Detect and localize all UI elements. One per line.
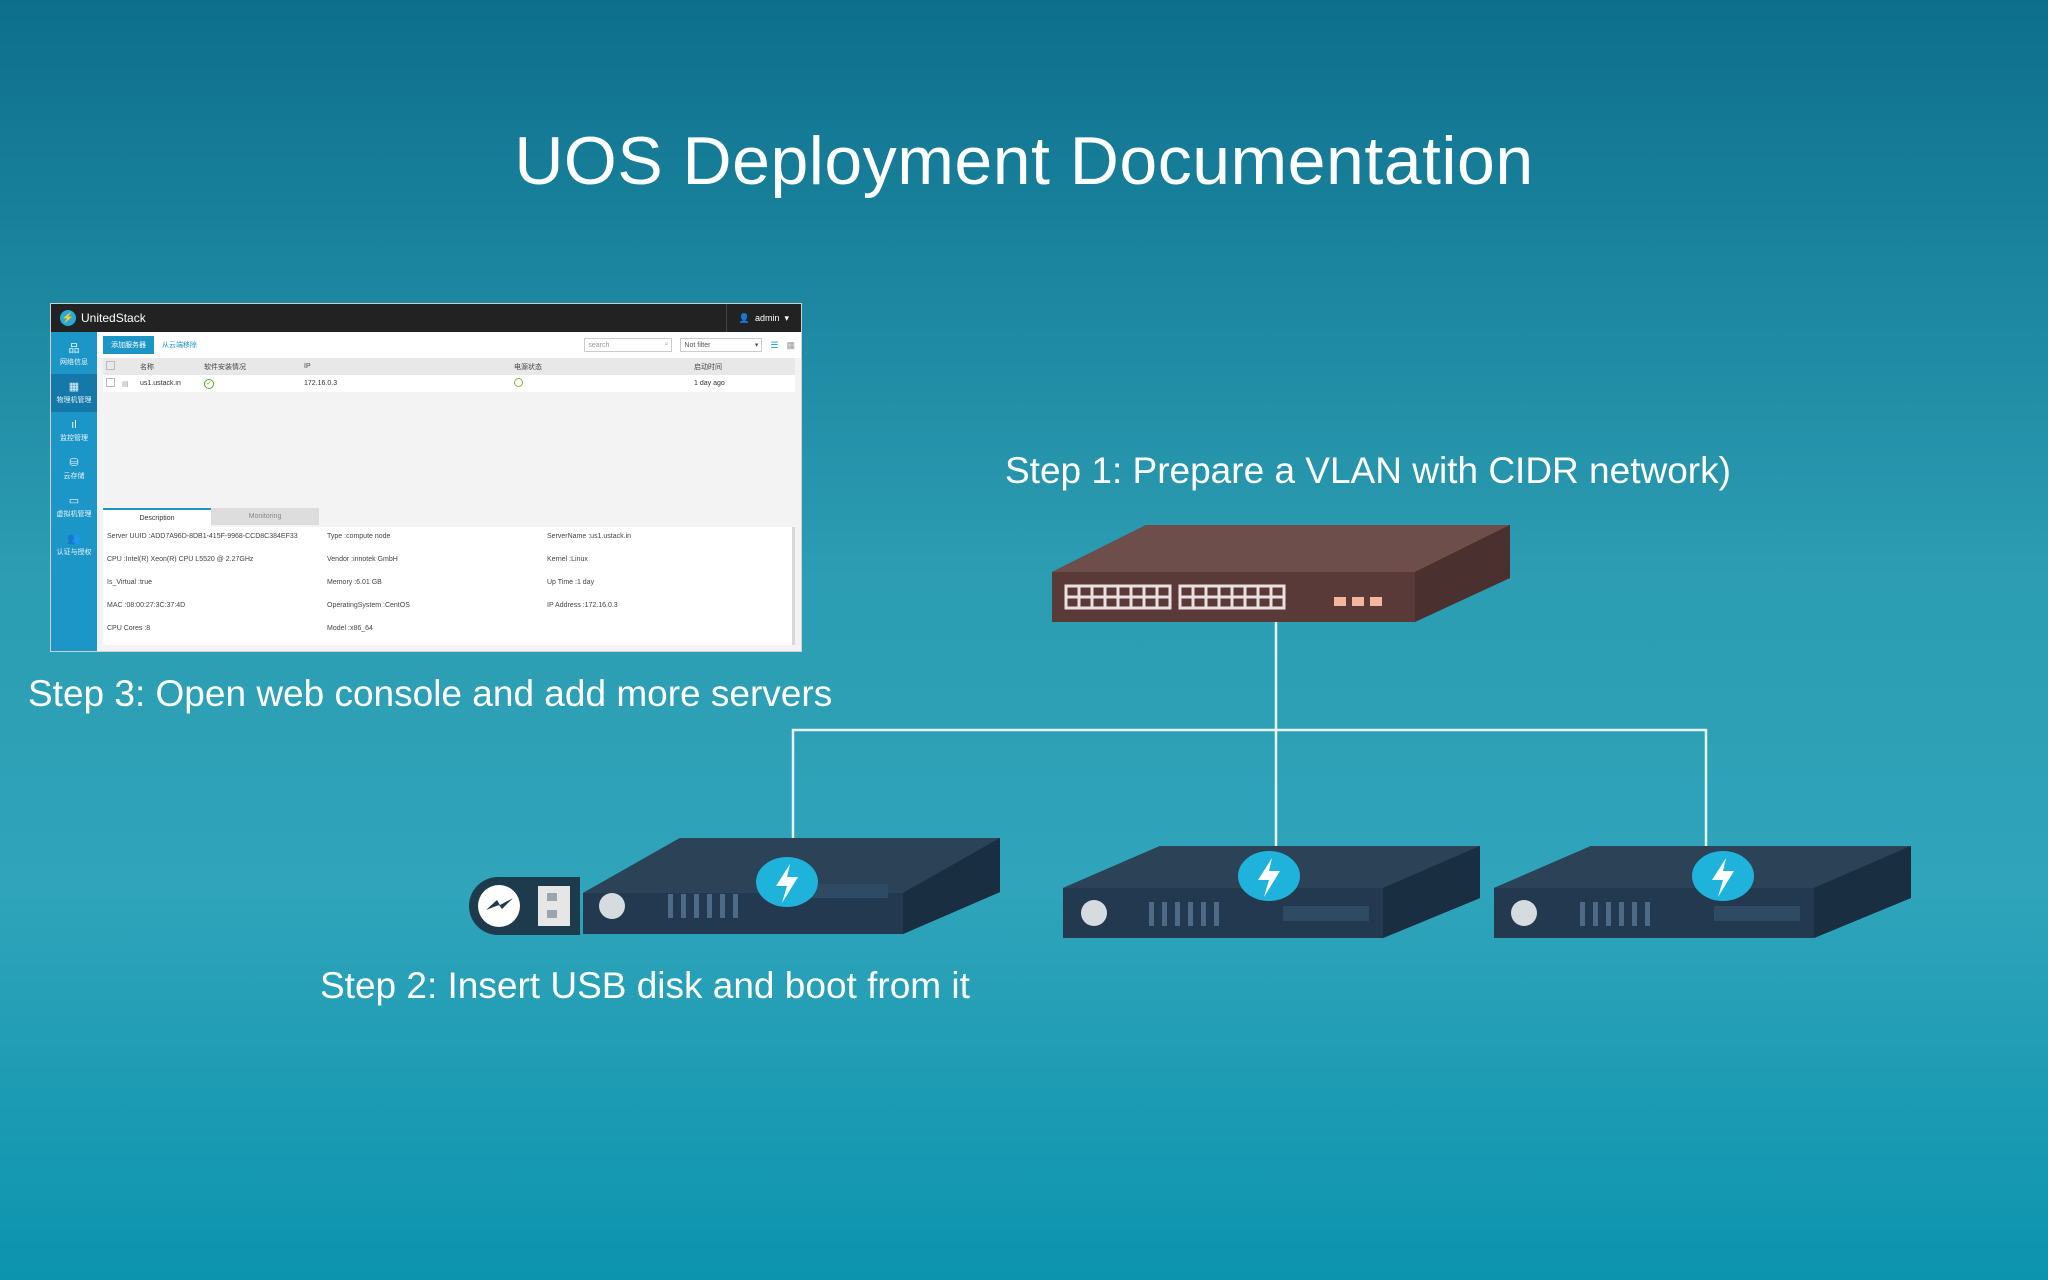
sidebar-item-label: 虚拟机管理 bbox=[56, 510, 92, 518]
select-all-checkbox[interactable] bbox=[106, 361, 115, 370]
detail-server-name: ServerName :us1.ustack.in bbox=[547, 533, 632, 540]
row-checkbox[interactable] bbox=[106, 378, 115, 387]
monitor-icon: ▭ bbox=[68, 494, 80, 507]
row-name: us1.ustack.in bbox=[140, 380, 181, 387]
server-bus-line bbox=[791, 728, 1708, 850]
sidebar-item-label: 网络信息 bbox=[60, 358, 88, 366]
detail-tabs: Description Monitoring bbox=[103, 508, 319, 527]
filter-select[interactable]: Not filter ▾ bbox=[680, 338, 763, 352]
filter-value: Not filter bbox=[684, 341, 711, 349]
sidebar-item-storage[interactable]: ⛁ 云存储 bbox=[51, 450, 97, 488]
grid-view-icon[interactable]: ▦ bbox=[786, 339, 795, 350]
sidebar-item-servers[interactable]: ▦ 物理机管理 bbox=[51, 374, 97, 412]
sidebar-item-monitoring[interactable]: ıl 监控管理 bbox=[51, 412, 97, 450]
chart-icon: ıl bbox=[71, 418, 77, 431]
user-name: admin bbox=[754, 313, 780, 323]
console-brand: ⚡ UnitedStack bbox=[51, 310, 146, 326]
row-ip: 172.16.0.3 bbox=[304, 380, 338, 387]
console-toolbar: 添加服务器 从云端移除 search ⌕ Not filter ▾ ☰ ▦ bbox=[97, 332, 801, 358]
col-header-uptime[interactable]: 启动时间 bbox=[694, 363, 722, 371]
sidebar-item-label: 监控管理 bbox=[60, 434, 88, 442]
details-column-2: Type :compute node Vendor :innotek GmbH … bbox=[327, 533, 410, 648]
detail-os: OperatingSystem :CentOS bbox=[327, 602, 410, 609]
power-on-icon bbox=[514, 378, 523, 387]
col-header-name[interactable]: 名称 bbox=[140, 363, 154, 371]
add-server-button[interactable]: 添加服务器 bbox=[103, 336, 154, 354]
sidebar-item-vms[interactable]: ▭ 虚拟机管理 bbox=[51, 488, 97, 526]
lightning-logo-icon: ⚡ bbox=[60, 310, 76, 326]
table-row[interactable]: ▤ us1.ustack.in ✓ 172.16.0.3 1 day ago bbox=[103, 375, 795, 392]
link-lines bbox=[791, 620, 1708, 850]
server-1-icon bbox=[583, 838, 1000, 934]
detail-kernel: Kernel :Linux bbox=[547, 556, 588, 563]
sidebar-item-label: 认证与授权 bbox=[56, 548, 92, 556]
col-header-software[interactable]: 软件安装情况 bbox=[204, 363, 246, 371]
details-column-3: ServerName :us1.ustack.in Kernel :Linux … bbox=[547, 533, 631, 625]
sidebar-item-auth[interactable]: 👥 认证与授权 bbox=[51, 526, 97, 564]
tab-description[interactable]: Description bbox=[103, 508, 211, 527]
col-header-ip[interactable]: IP bbox=[304, 363, 311, 370]
remove-from-cloud-link[interactable]: 从云端移除 bbox=[162, 342, 197, 349]
console-topbar: ⚡ UnitedStack 👤 admin ▾ bbox=[51, 304, 801, 332]
web-console-screenshot: ⚡ UnitedStack 👤 admin ▾ 品 网络信息 ▦ 物理机管理 ı… bbox=[50, 303, 802, 652]
console-main: 添加服务器 从云端移除 search ⌕ Not filter ▾ ☰ ▦ 名称 bbox=[97, 332, 801, 651]
detail-mac: MAC :08:00:27:3C:37:4D bbox=[107, 602, 186, 609]
detail-uuid: Server UUID :ADD7A96D-8DB1-415F-9968-CCD… bbox=[107, 533, 298, 540]
detail-uptime: Up Time :1 day bbox=[547, 579, 595, 586]
search-placeholder: search bbox=[588, 341, 610, 349]
detail-cpu: CPU :Intel(R) Xeon(R) CPU L5520 @ 2.27GH… bbox=[107, 556, 254, 563]
console-brand-name: UnitedStack bbox=[81, 311, 146, 325]
search-input[interactable]: search ⌕ bbox=[584, 338, 673, 352]
user-menu[interactable]: 👤 admin ▾ bbox=[725, 304, 801, 332]
list-view-icon[interactable]: ☰ bbox=[770, 339, 779, 350]
details-column-1: Server UUID :ADD7A96D-8DB1-415F-9968-CCD… bbox=[107, 533, 298, 648]
users-icon: 👥 bbox=[67, 532, 81, 545]
detail-type: Type :compute node bbox=[327, 533, 391, 540]
server-3-icon bbox=[1494, 846, 1911, 938]
col-header-power[interactable]: 电源状态 bbox=[514, 363, 542, 371]
console-sidebar: 品 网络信息 ▦ 物理机管理 ıl 监控管理 ⛁ 云存储 ▭ 虚拟机管理 👥 认… bbox=[51, 332, 97, 651]
network-switch-icon bbox=[1052, 525, 1510, 622]
storage-icon: ⛁ bbox=[69, 456, 79, 469]
chevron-down-icon: ▾ bbox=[784, 312, 789, 323]
page-title: UOS Deployment Documentation bbox=[514, 123, 1534, 199]
step-2-label: Step 2: Insert USB disk and boot from it bbox=[320, 965, 970, 1006]
table-header: 名称 软件安装情况 IP 电源状态 启动时间 bbox=[103, 358, 795, 375]
switch-ports bbox=[1064, 584, 1286, 610]
server-table: 名称 软件安装情况 IP 电源状态 启动时间 ▤ us1.ustack.in ✓… bbox=[103, 358, 795, 392]
sidebar-item-label: 物理机管理 bbox=[56, 396, 92, 404]
user-icon: 👤 bbox=[738, 312, 750, 323]
server-row-icon: ▤ bbox=[122, 380, 129, 388]
detail-vendor: Vendor :innotek GmbH bbox=[327, 556, 398, 563]
sidebar-item-label: 云存储 bbox=[63, 472, 85, 480]
tab-monitoring[interactable]: Monitoring bbox=[211, 508, 319, 525]
row-uptime: 1 day ago bbox=[694, 380, 725, 387]
network-icon: 品 bbox=[68, 342, 80, 355]
detail-ip-address: IP Address :172.16.0.3 bbox=[547, 602, 618, 609]
server-details: Server UUID :ADD7A96D-8DB1-415F-9968-CCD… bbox=[103, 527, 795, 645]
detail-cpu-cores: CPU Cores :8 bbox=[107, 625, 151, 632]
detail-is-virtual: Is_Virtual :true bbox=[107, 579, 153, 586]
chevron-down-icon: ▾ bbox=[754, 342, 759, 349]
server-2-icon bbox=[1063, 846, 1480, 938]
search-icon: ⌕ bbox=[664, 341, 669, 348]
step-3-label: Step 3: Open web console and add more se… bbox=[28, 673, 833, 714]
step-1-label: Step 1: Prepare a VLAN with CIDR network… bbox=[1005, 450, 1731, 491]
usb-disk-icon bbox=[469, 877, 580, 935]
detail-model: Model :x86_64 bbox=[327, 625, 373, 632]
sidebar-item-network[interactable]: 品 网络信息 bbox=[51, 336, 97, 374]
server-icon: ▦ bbox=[68, 380, 80, 393]
check-circle-icon: ✓ bbox=[204, 378, 214, 389]
detail-memory: Memory :6.01 GB bbox=[327, 579, 382, 586]
